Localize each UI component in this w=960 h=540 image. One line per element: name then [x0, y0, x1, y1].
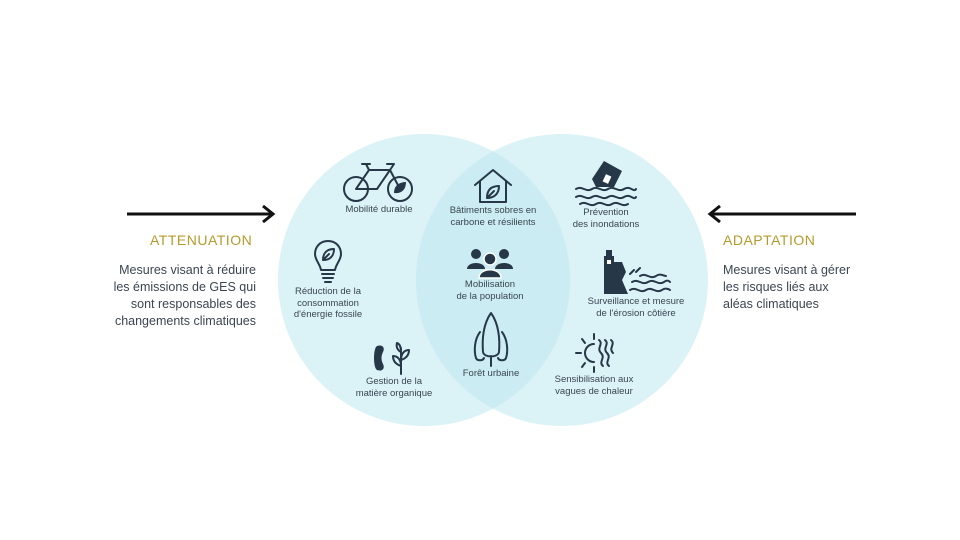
item-surveillance-erosion: Surveillance et mesure de l'érosion côti… — [576, 246, 696, 319]
trees-icon — [473, 312, 509, 367]
adaptation-title: ADAPTATION — [723, 232, 816, 248]
item-prevention-inondations: Prévention des inondations — [556, 157, 656, 230]
item-label: Bâtiments sobres en carbone et résilient… — [449, 205, 537, 228]
sun-heat-icon — [575, 333, 614, 373]
attenuation-description: Mesures visant à réduire les émissions d… — [113, 263, 256, 328]
item-label: Mobilisation de la population — [456, 279, 524, 302]
adaptation-description: Mesures visant à gérer les risques liés … — [723, 263, 851, 311]
item-sensibilisation-chaleur: Sensibilisation aux vagues de chaleur — [542, 332, 646, 397]
item-label: Mobilité durable — [345, 204, 413, 215]
left-arrow-icon — [707, 205, 856, 223]
lightbulb-leaf-icon — [314, 240, 342, 283]
cliff-waves-icon — [604, 250, 671, 294]
right-arrow-icon — [127, 205, 276, 223]
item-batiments: Bâtiments sobres en carbone et résilient… — [430, 167, 556, 228]
item-mobilite-durable: Mobilité durable — [320, 160, 438, 216]
item-label: Gestion de la matière organique — [355, 376, 433, 399]
flooded-house-icon — [575, 161, 637, 207]
adaptation-circle — [416, 134, 708, 426]
house-leaf-icon — [474, 169, 512, 203]
item-reduction-energie: Réduction de la consommation d'énergie f… — [276, 238, 380, 321]
item-label: Surveillance et mesure de l'érosion côti… — [587, 296, 685, 319]
item-label: Forêt urbaine — [462, 368, 520, 379]
item-label: Sensibilisation aux vagues de chaleur — [554, 374, 634, 397]
item-mobilisation: Mobilisation de la population — [440, 245, 540, 302]
item-foret-urbaine: Forêt urbaine — [448, 310, 534, 380]
apple-core-plant-icon — [374, 342, 410, 375]
attenuation-title: ATTENUATION — [150, 232, 253, 248]
item-label: Réduction de la consommation d'énergie f… — [293, 286, 363, 320]
item-label: Prévention des inondations — [572, 207, 640, 230]
item-gestion-matiere: Gestion de la matière organique — [345, 340, 443, 399]
people-group-icon — [467, 249, 513, 279]
bicycle-leaf-icon — [343, 163, 413, 202]
